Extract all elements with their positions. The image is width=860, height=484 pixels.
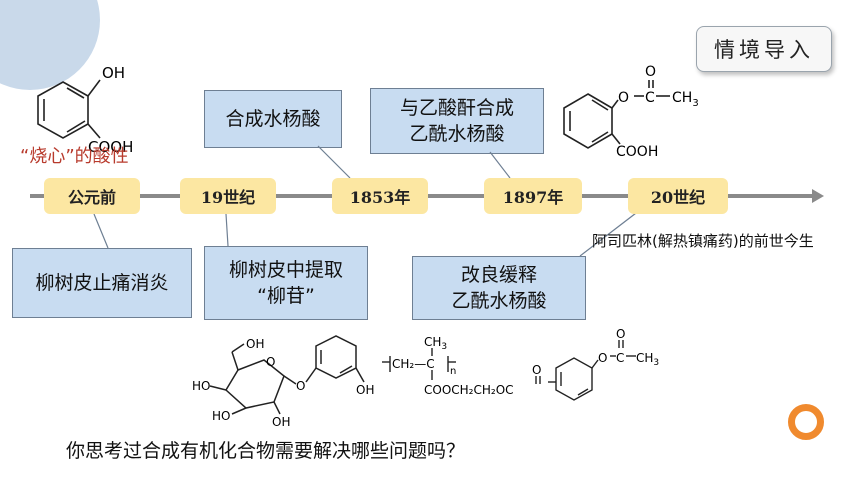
event-text: 柳树皮止痛消炎 [35, 272, 169, 294]
salicylic-acid-structure: OH COOH [37, 64, 133, 156]
event-text-line1: 与乙酸酐合成 [399, 97, 514, 119]
polymer-backbone: CH₂—C [392, 357, 435, 371]
aspirin-structure: O C O CH3 COOH [563, 64, 699, 160]
cooh-label: COOH [88, 138, 133, 156]
polymer-aspirin-structure: CH3 CH₂—C n COOCH₂CH₂OC O O C O CH3 [382, 327, 659, 401]
timeline-node-bce: 公元前 [44, 178, 140, 214]
polymer-methyl: CH3 [424, 335, 447, 352]
badge-label: 情境导入 [714, 38, 814, 62]
oh-label: OH [102, 64, 125, 82]
polymer-ester-o: O [532, 363, 541, 377]
polymer-acetyl-o: O [616, 327, 625, 341]
polymer-acetyl-methyl: CH3 [636, 351, 659, 368]
event-text-line1: 柳树皮中提取 [228, 259, 343, 281]
event-text: 合成水杨酸 [225, 108, 321, 130]
salicin-oh-2: OH [272, 415, 290, 429]
event-box-sustained-release-aspirin: 改良缓释 乙酰水杨酸 [412, 256, 586, 320]
methyl-label: CH3 [672, 90, 699, 109]
timeline-node-20th-century: 20世纪 [628, 178, 728, 214]
node-label: 19世纪 [200, 188, 256, 207]
aspirin-history-caption: 阿司匹林(解热镇痛药)的前世今生 [592, 232, 814, 250]
node-label: 1897年 [502, 188, 564, 207]
scenario-intro-badge: 情境导入 [696, 26, 832, 72]
node-label: 1853年 [349, 188, 411, 207]
polymer-ester-chain: COOCH₂CH₂OC [424, 383, 514, 397]
aspirin-cooh-label: COOH [616, 144, 658, 160]
salicin-ring-o: O [266, 355, 275, 369]
node-label: 20世纪 [650, 188, 706, 207]
timeline-node-1897: 1897年 [484, 178, 582, 214]
event-text-line2: 乙酰水杨酸 [409, 123, 505, 145]
event-text-line1: 改良缓释 [460, 264, 537, 286]
ester-o-label: O [618, 90, 629, 106]
event-box-willow-bark-pain-relief: 柳树皮止痛消炎 [12, 248, 192, 318]
polymer-aryl-o: O [598, 351, 607, 365]
timeline-arrowhead [812, 189, 824, 203]
polymer-acetyl-c: C [616, 351, 624, 365]
event-box-extract-salicin: 柳树皮中提取 “柳苷” [204, 246, 368, 320]
node-label: 公元前 [67, 188, 116, 207]
orange-ring-icon [788, 404, 824, 440]
event-text-line2: “柳苷” [257, 285, 315, 307]
heartburn-acidity-caption: “烧心”的酸性 [20, 146, 129, 167]
salicin-ho-2: HO [212, 409, 230, 423]
event-box-synthesize-salicylic-acid: 合成水杨酸 [204, 90, 342, 148]
salicin-ho-1: HO [192, 379, 210, 393]
timeline-node-1853: 1853年 [332, 178, 428, 214]
carbonyl-o-label: O [645, 64, 656, 80]
salicin-oh-1: OH [246, 337, 264, 351]
carbonyl-c-label: C [645, 90, 655, 106]
event-text-line2: 乙酰水杨酸 [451, 290, 547, 312]
discussion-question: 你思考过合成有机化合物需要解决哪些问题吗？ [66, 440, 466, 462]
polymer-n: n [450, 366, 456, 377]
timeline-node-19th-century: 19世纪 [180, 178, 276, 214]
event-box-acetylsalicylic-synthesis: 与乙酸酐合成 乙酰水杨酸 [370, 88, 544, 154]
salicin-oh-3: OH [356, 383, 374, 397]
salicin-link-o: O [296, 379, 305, 393]
salicin-structure: OH HO HO OH O O OH [192, 335, 374, 429]
